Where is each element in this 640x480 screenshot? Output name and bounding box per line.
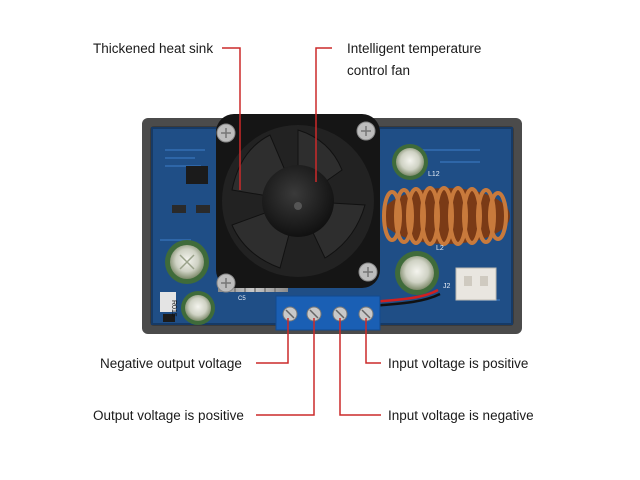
- leader-heat-sink: [222, 47, 241, 190]
- callout-fan-line1: Intelligent temperature: [347, 41, 482, 56]
- capacitor-right-lower: [395, 251, 439, 295]
- callout-fan-line2: control fan: [347, 63, 411, 78]
- callout-negative-output: Negative output voltage: [100, 356, 242, 371]
- capacitor-left-upper: [165, 240, 209, 284]
- small-resistor: [160, 292, 176, 322]
- callout-positive-input: Input voltage is positive: [388, 356, 529, 371]
- terminal-block: [275, 295, 381, 331]
- callout-negative-input: Input voltage is negative: [388, 408, 534, 423]
- marking-l12: L12: [428, 171, 440, 178]
- callout-positive-output: Output voltage is positive: [93, 408, 244, 423]
- marking-l2: L2: [436, 245, 444, 252]
- leader-fan: [315, 47, 332, 182]
- cooling-fan: [216, 114, 380, 293]
- leader-lines: [222, 47, 381, 416]
- marking-r015: R015: [170, 300, 177, 317]
- capacitor-left-lower: [181, 291, 215, 325]
- marking-j2: J2: [443, 283, 451, 290]
- callout-heat-sink: Thickened heat sink: [93, 41, 214, 56]
- ic-chip: [172, 166, 210, 213]
- leader-negative-output: [256, 318, 289, 364]
- capacitor-right-upper: [392, 144, 428, 180]
- marking-c5: C5: [238, 296, 246, 302]
- terminal-screws: [282, 306, 374, 322]
- leader-positive-input: [365, 318, 381, 364]
- leader-negative-input: [339, 318, 381, 416]
- inductor-coil: [382, 186, 510, 246]
- leader-positive-output: [256, 318, 315, 416]
